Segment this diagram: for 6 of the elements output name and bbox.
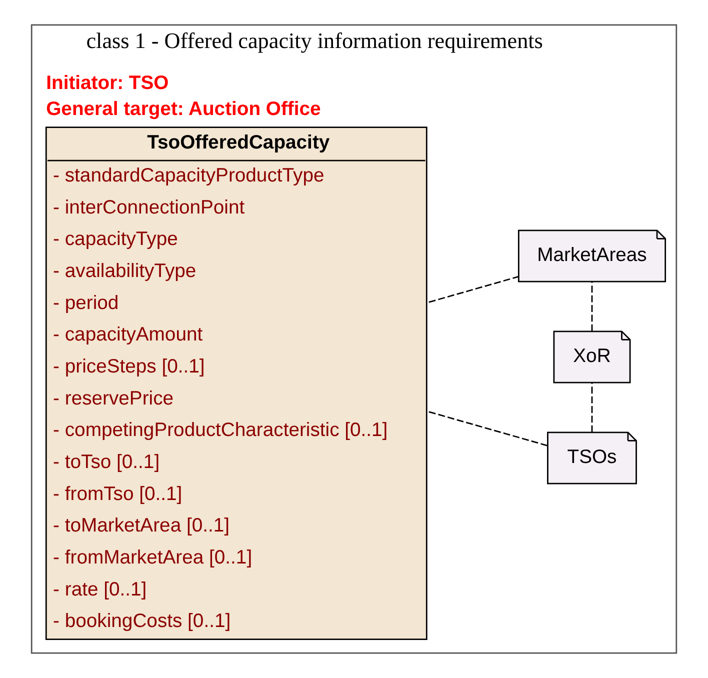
node-label: Initiator: TSO: [46, 72, 169, 94]
connector: [428, 411, 548, 446]
node-label: General target: Auction Office: [46, 98, 321, 120]
connector: [591, 382, 593, 432]
connector: [591, 282, 593, 332]
connector: [428, 276, 519, 303]
